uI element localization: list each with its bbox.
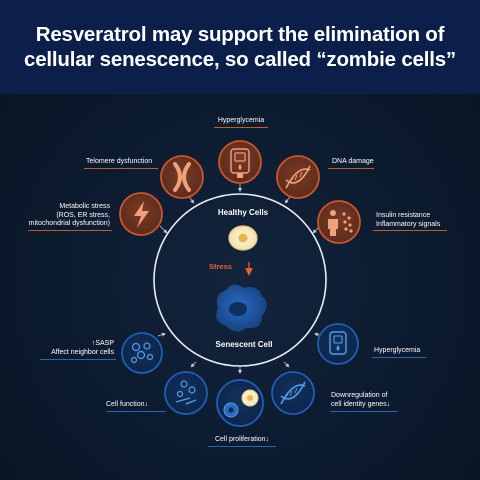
hyperglycemia-bottom-text: Hyperglycemia	[374, 347, 421, 354]
hyperglycemia-top-text: Hyperglycemia	[217, 117, 265, 124]
insulin-line-1: Insulin resistance	[376, 212, 431, 219]
title-banner: Resveratrol may support the elimination …	[0, 0, 480, 94]
underline-proliferation	[208, 446, 276, 447]
label-proliferation: Cell proliferation↓	[200, 436, 284, 445]
underline-cell-function	[106, 411, 166, 412]
label-sasp: ↑SASP Affect neighbor cells	[38, 340, 114, 357]
chromosome-icon	[160, 155, 204, 199]
sasp-line-1: ↑SASP	[91, 340, 114, 347]
label-downregulation: Downregulation of cell identity genes↓	[331, 392, 390, 409]
stress-label: Stress	[209, 262, 232, 271]
underline-hyperglycemia-top	[214, 127, 268, 128]
sasp-line-2: Affect neighbor cells	[51, 348, 114, 356]
person-with-particles-icon	[317, 200, 361, 244]
metabolic-line-3: mitochondrial dysfunction)	[28, 220, 110, 227]
downregulation-line-2: cell identity genes↓	[331, 400, 391, 408]
cell-function-text: Cell function↓	[106, 401, 149, 408]
underline-dna-damage	[328, 168, 374, 169]
insulin-line-2: Inflammatory signals	[376, 220, 441, 228]
label-telomere: Telomere dysfunction	[86, 158, 152, 167]
label-hyperglycemia-bottom: Hyperglycemia	[374, 347, 420, 356]
underline-sasp	[40, 359, 116, 360]
underline-telomere	[84, 168, 158, 169]
underline-downregulation	[330, 411, 398, 412]
hyperglycemia-top-icon	[218, 140, 262, 184]
metabolic-line-1: Metabolic stress	[59, 203, 110, 210]
telomere-text: Telomere dysfunction	[86, 158, 153, 165]
label-cell-function: Cell function↓	[106, 401, 148, 410]
senescent-cell	[216, 284, 267, 332]
underline-insulin	[373, 230, 447, 231]
label-metabolic: Metabolic stress (ROS, ER stress, mitoch…	[22, 203, 110, 229]
underline-metabolic	[28, 230, 112, 231]
metabolic-line-2: (ROS, ER stress,	[56, 211, 110, 219]
senescent-cell-label: Senescent Cell	[215, 340, 273, 349]
label-insulin: Insulin resistance Inflammatory signals	[376, 212, 440, 229]
glucose-meter-icon	[317, 323, 359, 365]
downregulation-line-1: Downregulation of	[331, 392, 388, 399]
title-line-2: cellular senescence, so called “zombie c…	[24, 48, 456, 71]
label-dna-damage: DNA damage	[332, 158, 374, 167]
healthy-cells-label: Healthy Cells	[217, 208, 269, 217]
underline-hyperglycemia-bottom	[372, 357, 426, 358]
downregulation-dna-icon	[271, 371, 315, 415]
dna-damage-text: DNA damage	[332, 158, 374, 165]
microscope-cells-icon	[164, 371, 208, 415]
proliferation-text: Cell proliferation↓	[214, 436, 270, 443]
healthy-cell	[228, 225, 258, 251]
dividing-cells-icon	[216, 379, 264, 427]
cells-cluster-icon	[121, 332, 163, 374]
page-title: Resveratrol may support the elimination …	[24, 22, 456, 72]
label-hyperglycemia-top: Hyperglycemia	[214, 117, 268, 126]
title-line-1: Resveratrol may support the elimination …	[35, 23, 445, 46]
lightning-bolt-icon	[119, 192, 163, 236]
dna-icon	[276, 155, 320, 199]
